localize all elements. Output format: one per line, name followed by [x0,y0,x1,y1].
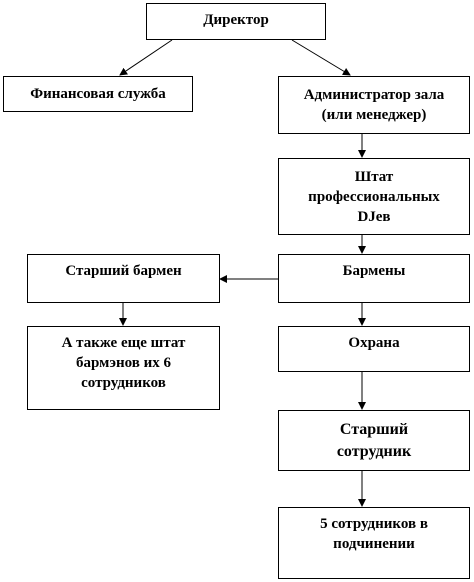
finance-label: Финансовая служба [30,86,166,102]
subordinates-label: 5 сотрудников в подчинении [320,516,428,552]
bartenders-box: Бармены [278,254,470,303]
djs-box: Штат профессиональных DJев [278,158,470,235]
director-box: Директор [146,3,326,40]
bar-staff-label: А также еще штат бармэнов их 6 сотрудник… [61,335,186,391]
senior-employee-label: Старший сотрудник [336,420,412,460]
bar-staff-box: А также еще штат бармэнов их 6 сотрудник… [27,326,220,410]
senior-bartender-box: Старший бармен [27,254,220,303]
arrow-director-to-admin [291,39,351,76]
senior-employee-box: Старший сотрудник [278,410,470,471]
admin-label: Администратор зала (или менеджер) [303,87,445,123]
admin-box: Администратор зала (или менеджер) [278,76,470,134]
security-box: Охрана [278,326,470,372]
security-label: Охрана [348,335,400,351]
djs-label: Штат профессиональных DJев [308,168,440,225]
senior-bartender-label: Старший бармен [65,263,182,279]
finance-box: Финансовая служба [3,76,193,112]
director-label: Директор [203,12,269,28]
subordinates-box: 5 сотрудников в подчинении [278,507,470,579]
bartenders-label: Бармены [342,263,406,279]
arrow-director-to-finance [119,39,173,76]
